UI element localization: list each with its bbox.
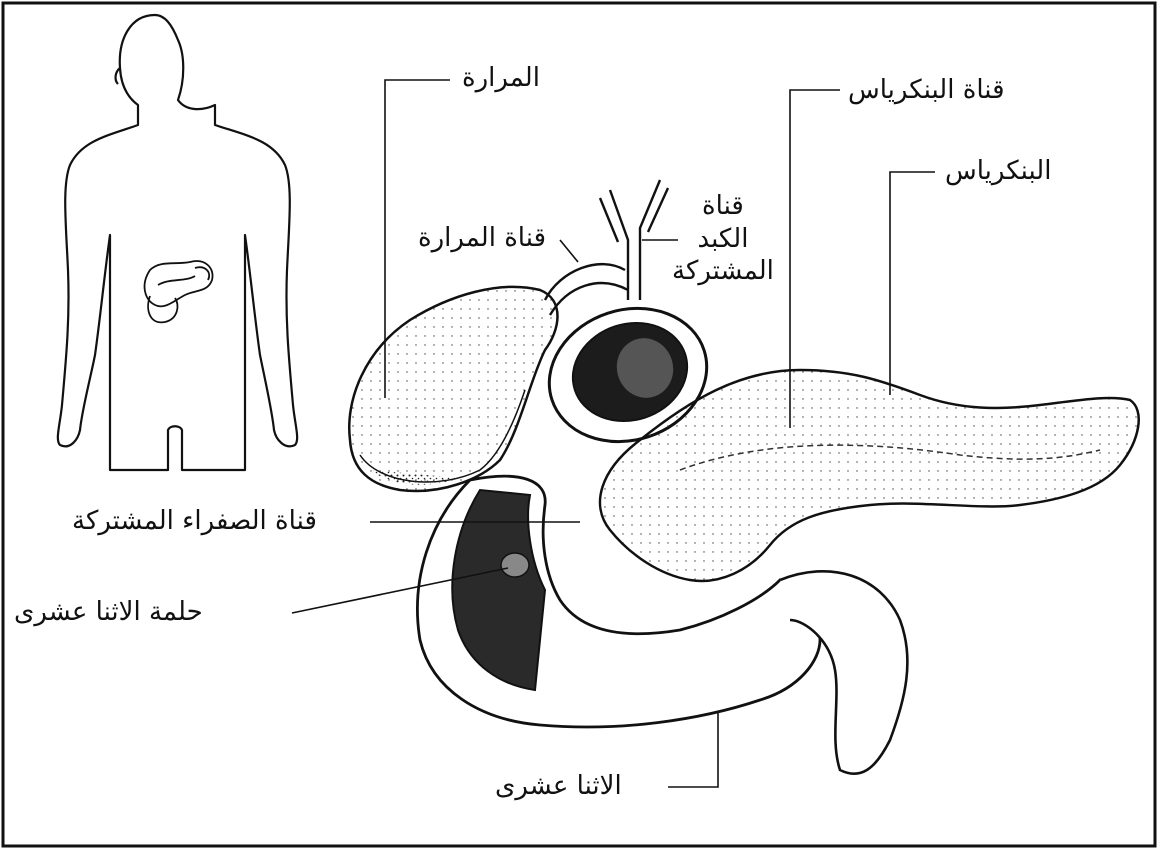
label-common-bile-duct: قناة الصفراء المشتركة — [72, 505, 317, 538]
label-common-hepatic-duct: قناة الكبد المشتركة — [672, 190, 774, 288]
leader-duodenum — [668, 712, 718, 787]
label-duodenum: الاثنا عشرى — [495, 770, 622, 803]
label-pancreas: البنكرياس — [945, 155, 1051, 188]
bile-ducts — [545, 180, 668, 315]
label-cystic-duct: قناة المرارة — [418, 222, 546, 255]
label-common-hepatic-duct-line1: قناة — [672, 190, 774, 223]
leader-cystic-duct — [560, 240, 578, 262]
label-duodenal-papilla: حلمة الاثنا عشرى — [14, 596, 203, 629]
gallbladder-shape — [349, 287, 557, 491]
label-common-hepatic-duct-line2: الكبد — [672, 223, 774, 256]
label-common-hepatic-duct-line3: المشتركة — [672, 255, 774, 288]
leader-pancreas — [890, 172, 935, 395]
label-gallbladder: المرارة — [462, 62, 540, 95]
body-pancreas-icon — [145, 261, 213, 322]
body-silhouette — [58, 15, 297, 470]
label-pancreatic-duct: قناة البنكرياس — [848, 74, 1005, 107]
